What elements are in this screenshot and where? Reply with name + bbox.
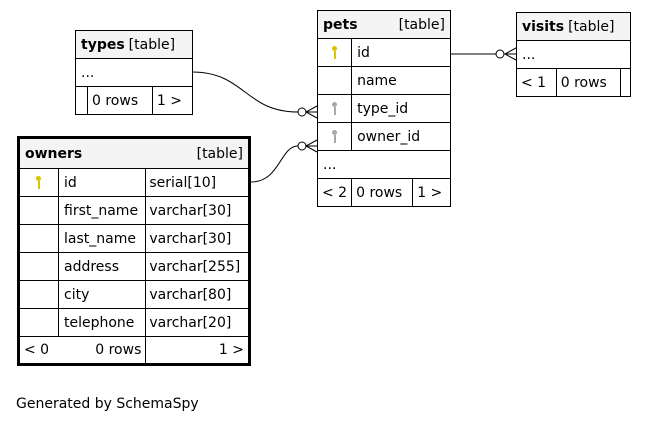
column-name[interactable]: id [57,168,147,197]
table-pets[interactable]: pets [table] id name type_id owner_id ...… [316,10,451,207]
table-row[interactable]: id serial[10] [18,168,250,197]
next-relations[interactable]: 1 > [145,336,250,365]
prev-relations[interactable] [75,86,88,115]
edge-owners-pets-crowfoot [304,139,318,153]
primary-key-icon [331,45,339,60]
column-name[interactable]: type_id [351,94,451,123]
prev-relations[interactable]: < 2 [316,178,353,207]
table-type-tag: [table] [568,18,615,35]
ellipsis-row[interactable]: ... [516,40,631,69]
table-row[interactable]: owner_id [316,122,451,151]
table-row[interactable]: last_name varchar[30] [18,224,250,253]
table-row[interactable]: name [316,66,451,95]
column-type: serial[10] [145,168,250,197]
table-name: owners [25,145,83,162]
table-row[interactable]: address varchar[255] [18,252,250,281]
table-header[interactable]: owners [table] [18,137,250,169]
prev-relations[interactable]: < 0 [18,336,59,365]
edge-pets-visits-optional-marker [495,49,505,59]
table-owners[interactable]: owners [table] id serial[10] first_name v… [17,136,251,366]
row-count: 0 rows [87,86,153,115]
table-row[interactable]: type_id [316,94,451,123]
prev-relations[interactable]: < 1 [516,68,557,97]
ellipsis-row[interactable]: ... [317,150,451,179]
column-name[interactable]: owner_id [351,122,451,151]
foreign-key-icon [331,101,339,116]
column-name[interactable]: address [57,252,147,281]
generated-by-credit: Generated by SchemaSpy [16,396,199,412]
column-name[interactable]: name [351,66,451,95]
table-row[interactable]: id [316,38,451,67]
column-type: varchar[20] [145,308,250,337]
foreign-key-icon [331,129,339,144]
row-count: 0 rows [555,68,622,97]
table-type-tag: [table] [128,36,176,53]
table-header[interactable]: types[table] [75,30,193,59]
table-row[interactable]: first_name varchar[30] [18,196,250,225]
table-row[interactable]: city varchar[80] [18,280,250,309]
column-name[interactable]: last_name [57,224,147,253]
edge-types-pets-crowfoot [304,105,318,119]
table-name: types [81,36,125,53]
edge-owners-pets [250,145,299,183]
column-type: varchar[255] [145,252,250,281]
column-type: varchar[80] [145,280,250,309]
edge-types-pets-optional-marker [297,107,307,117]
edge-owners-pets-optional-marker [297,141,307,151]
table-row[interactable]: telephone varchar[20] [18,308,250,337]
primary-key-icon [35,175,43,190]
table-name: pets [323,16,358,33]
next-relations[interactable]: 1 > [151,86,194,115]
row-count: 0 rows [58,336,147,365]
column-name[interactable]: city [57,280,147,309]
row-count: 0 rows [351,178,414,207]
next-relations[interactable]: 1 > [412,178,451,207]
edge-pets-visits-crowfoot [503,47,517,61]
column-name[interactable]: telephone [57,308,147,337]
table-header[interactable]: pets [table] [317,10,451,39]
table-visits[interactable]: visits[table] ... < 1 0 rows [516,12,631,97]
table-type-tag: [table] [398,16,445,33]
table-type-tag: [table] [196,145,243,162]
table-header[interactable]: visits[table] [516,12,631,41]
column-name[interactable]: id [351,38,451,67]
table-types[interactable]: types[table] ... 0 rows 1 > [75,30,194,115]
column-type: varchar[30] [145,196,250,225]
table-name: visits [522,18,565,35]
column-type: varchar[30] [145,224,250,253]
edge-types-pets [191,71,299,113]
next-relations[interactable] [620,68,631,97]
column-name[interactable]: first_name [57,196,147,225]
ellipsis-row[interactable]: ... [75,58,193,87]
